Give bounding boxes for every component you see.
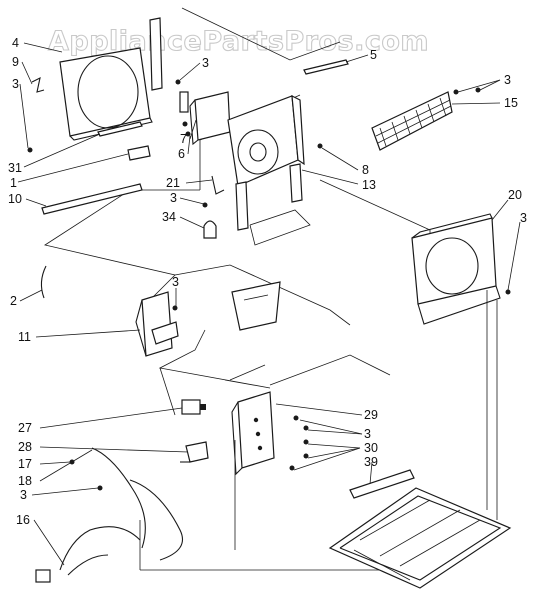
- label-15: 15: [504, 96, 518, 110]
- label-5: 5: [370, 48, 377, 62]
- left-vertical-bracket[interactable]: [149, 17, 163, 91]
- label-3: 3: [504, 73, 511, 87]
- part-13-motor-mount[interactable]: [227, 94, 305, 231]
- label-20: 20: [508, 188, 522, 202]
- part-7-capacitor[interactable]: [179, 91, 231, 146]
- label-8: 8: [362, 163, 369, 177]
- label-28: 28: [18, 440, 32, 454]
- part-27-switch[interactable]: [181, 399, 206, 415]
- label-4: 4: [12, 36, 19, 50]
- watermark-text: AppliancePartsPros.com: [48, 26, 429, 57]
- leader-lines: [17, 42, 521, 566]
- label-10: 10: [8, 192, 22, 206]
- part-21-bracket[interactable]: [211, 175, 225, 195]
- label-1: 1: [10, 176, 17, 190]
- label-3: 3: [20, 488, 27, 502]
- label-6: 6: [178, 147, 185, 161]
- label-3: 3: [364, 427, 371, 441]
- assembly-outline-lines: [43, 7, 498, 571]
- part-15-grille[interactable]: [371, 91, 453, 151]
- label-3: 3: [12, 77, 19, 91]
- part-39-strip[interactable]: [349, 469, 415, 499]
- part-16-power-cord[interactable]: [35, 526, 141, 583]
- label-13: 13: [362, 178, 376, 192]
- part-18-wiring-harness[interactable]: [91, 447, 184, 561]
- part-29-control-bracket[interactable]: [231, 391, 275, 476]
- label-3: 3: [172, 275, 179, 289]
- label-16: 16: [16, 513, 30, 527]
- label-3: 3: [202, 56, 209, 70]
- part-31-1-strips[interactable]: [41, 121, 151, 215]
- label-34: 34: [162, 210, 176, 224]
- callout-labels: 4 9 3 31 1 10 3 5 7 6 3 15 8 13 21 3 34 …: [8, 36, 527, 527]
- base-pan[interactable]: [328, 487, 512, 589]
- part-5-rod[interactable]: [303, 59, 349, 75]
- part-28-terminal[interactable]: [180, 441, 209, 463]
- label-30: 30: [364, 441, 378, 455]
- part-4-fan-shroud[interactable]: [59, 47, 153, 141]
- label-18: 18: [18, 474, 32, 488]
- part-11-bracket[interactable]: [135, 291, 179, 357]
- label-3: 3: [170, 191, 177, 205]
- label-7: 7: [180, 132, 187, 146]
- label-3: 3: [520, 211, 527, 225]
- label-39: 39: [364, 455, 378, 469]
- part-9-clip[interactable]: [31, 76, 45, 93]
- center-drain-piece: [231, 281, 281, 331]
- label-11: 11: [18, 330, 31, 344]
- part-34-clamp[interactable]: [203, 220, 217, 239]
- label-2: 2: [10, 294, 17, 308]
- label-27: 27: [18, 421, 32, 435]
- part-20-right-shroud[interactable]: [411, 213, 501, 325]
- label-9: 9: [12, 55, 19, 69]
- label-17: 17: [18, 457, 32, 471]
- part-2-hose[interactable]: [40, 265, 47, 299]
- label-31: 31: [8, 161, 22, 175]
- label-29: 29: [364, 408, 378, 422]
- label-21: 21: [166, 176, 180, 190]
